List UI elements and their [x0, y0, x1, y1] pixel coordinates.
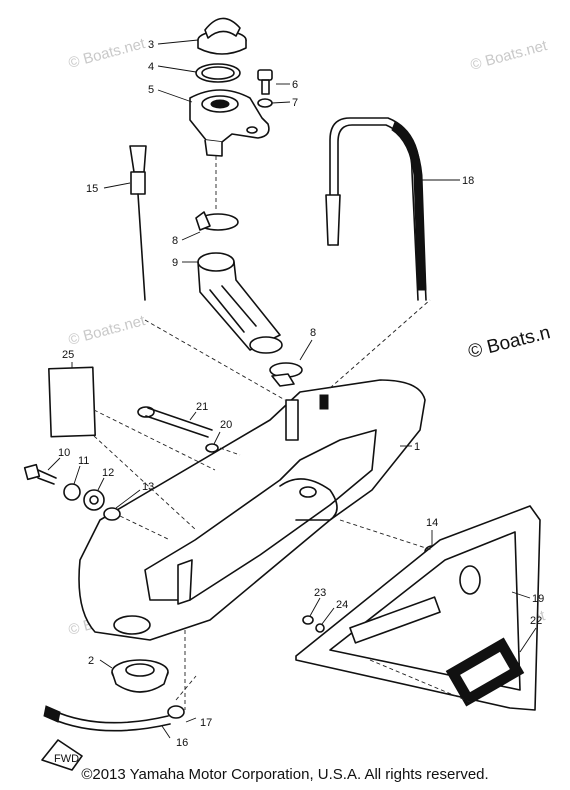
watermark-mid-left: © Boats.net: [67, 312, 148, 349]
breather-hose-part: [325, 117, 427, 301]
callout-1: 1: [414, 441, 420, 453]
callout-24: 24: [336, 599, 348, 611]
connector-hose-part: [197, 252, 283, 354]
screw-part: [257, 69, 273, 95]
svg-text:FWD: FWD: [54, 753, 79, 765]
callout-4: 4: [148, 61, 154, 73]
filler-neck-part: [189, 89, 270, 157]
gasket-ring-part: [195, 63, 241, 83]
callout-8-upper: 8: [172, 235, 178, 247]
callout-22: 22: [530, 615, 542, 627]
washer-flat-part: [63, 483, 81, 501]
callout-18: 18: [462, 175, 474, 187]
drain-hose-part: [43, 705, 171, 732]
assembly-lines: [93, 156, 471, 710]
callout-25: 25: [62, 349, 74, 361]
callout-11: 11: [78, 455, 89, 467]
callout-15: 15: [86, 183, 98, 195]
long-bolt-part: [137, 406, 213, 438]
hose-clip-part: [167, 705, 185, 719]
watermark-prominent: © Boats.n: [466, 322, 552, 363]
nut-part: [205, 443, 219, 453]
dipstick-part: [129, 145, 147, 301]
leader-lines: [47, 39, 537, 739]
callout-8-lower: 8: [310, 327, 316, 339]
callout-7: 7: [292, 97, 298, 109]
drain-grommet-part: [111, 659, 169, 693]
watermark-top-right: © Boats.net: [469, 37, 550, 74]
callout-9: 9: [172, 257, 178, 269]
oil-tank-part: [78, 379, 426, 641]
callout-6: 6: [292, 79, 298, 91]
forward-arrow-icon: FWD: [41, 739, 83, 771]
callout-12: 12: [102, 467, 114, 479]
callout-19: 19: [532, 593, 544, 605]
callout-13: 13: [142, 481, 154, 493]
callout-2: 2: [88, 655, 94, 667]
spacer-part: [103, 507, 121, 521]
screw-small-part: [315, 623, 325, 633]
callout-20: 20: [220, 419, 232, 431]
washer-part: [257, 98, 273, 108]
callout-3: 3: [148, 39, 154, 51]
hose-clamp-lower-part: [269, 362, 303, 387]
emblem-part: [445, 637, 525, 707]
collar-part: [83, 489, 105, 511]
callout-23: 23: [314, 587, 326, 599]
hose-clamp-upper-part: [195, 211, 239, 231]
callout-10: 10: [58, 447, 70, 459]
clip-part: [302, 615, 314, 625]
bolt-part: [23, 463, 57, 485]
callout-21: 21: [196, 401, 208, 413]
gasket-ring-inner: [201, 66, 235, 80]
copyright-notice: ©2013 Yamaha Motor Corporation, U.S.A. A…: [81, 766, 489, 783]
callout-17: 17: [200, 717, 212, 729]
label-pad-part: [48, 366, 96, 438]
callout-14: 14: [426, 517, 438, 529]
callout-16: 16: [176, 737, 188, 749]
callout-5: 5: [148, 84, 154, 96]
filler-cap-part: [197, 17, 247, 55]
watermark-top-left: © Boats.net: [67, 35, 148, 72]
